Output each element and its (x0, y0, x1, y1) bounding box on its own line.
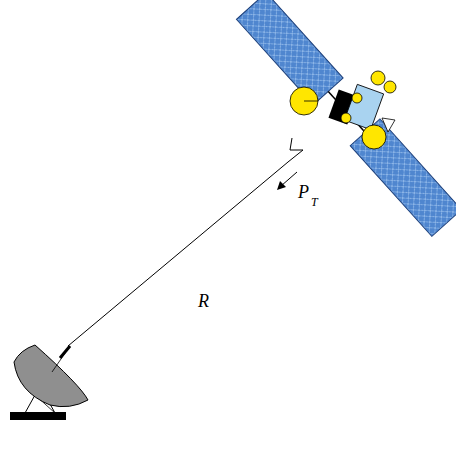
power-symbol: P (298, 183, 309, 201)
satellite (236, 0, 456, 236)
arrow-head (277, 181, 286, 190)
antenna-dish (371, 71, 385, 85)
power-arrow (281, 172, 297, 186)
antenna-dish (290, 87, 318, 115)
satellite-horn (382, 118, 395, 132)
power-subscript: T (311, 196, 318, 208)
antenna-dish (341, 113, 351, 123)
link-line (68, 138, 303, 346)
range-symbol: R (198, 292, 209, 310)
antenna-dish (384, 81, 396, 93)
solar-panel (350, 119, 456, 236)
antenna-dish (362, 125, 386, 149)
antenna-dish (352, 93, 362, 103)
solar-panel (236, 0, 343, 105)
ground-dish (10, 345, 88, 420)
satellite-module (344, 84, 383, 129)
